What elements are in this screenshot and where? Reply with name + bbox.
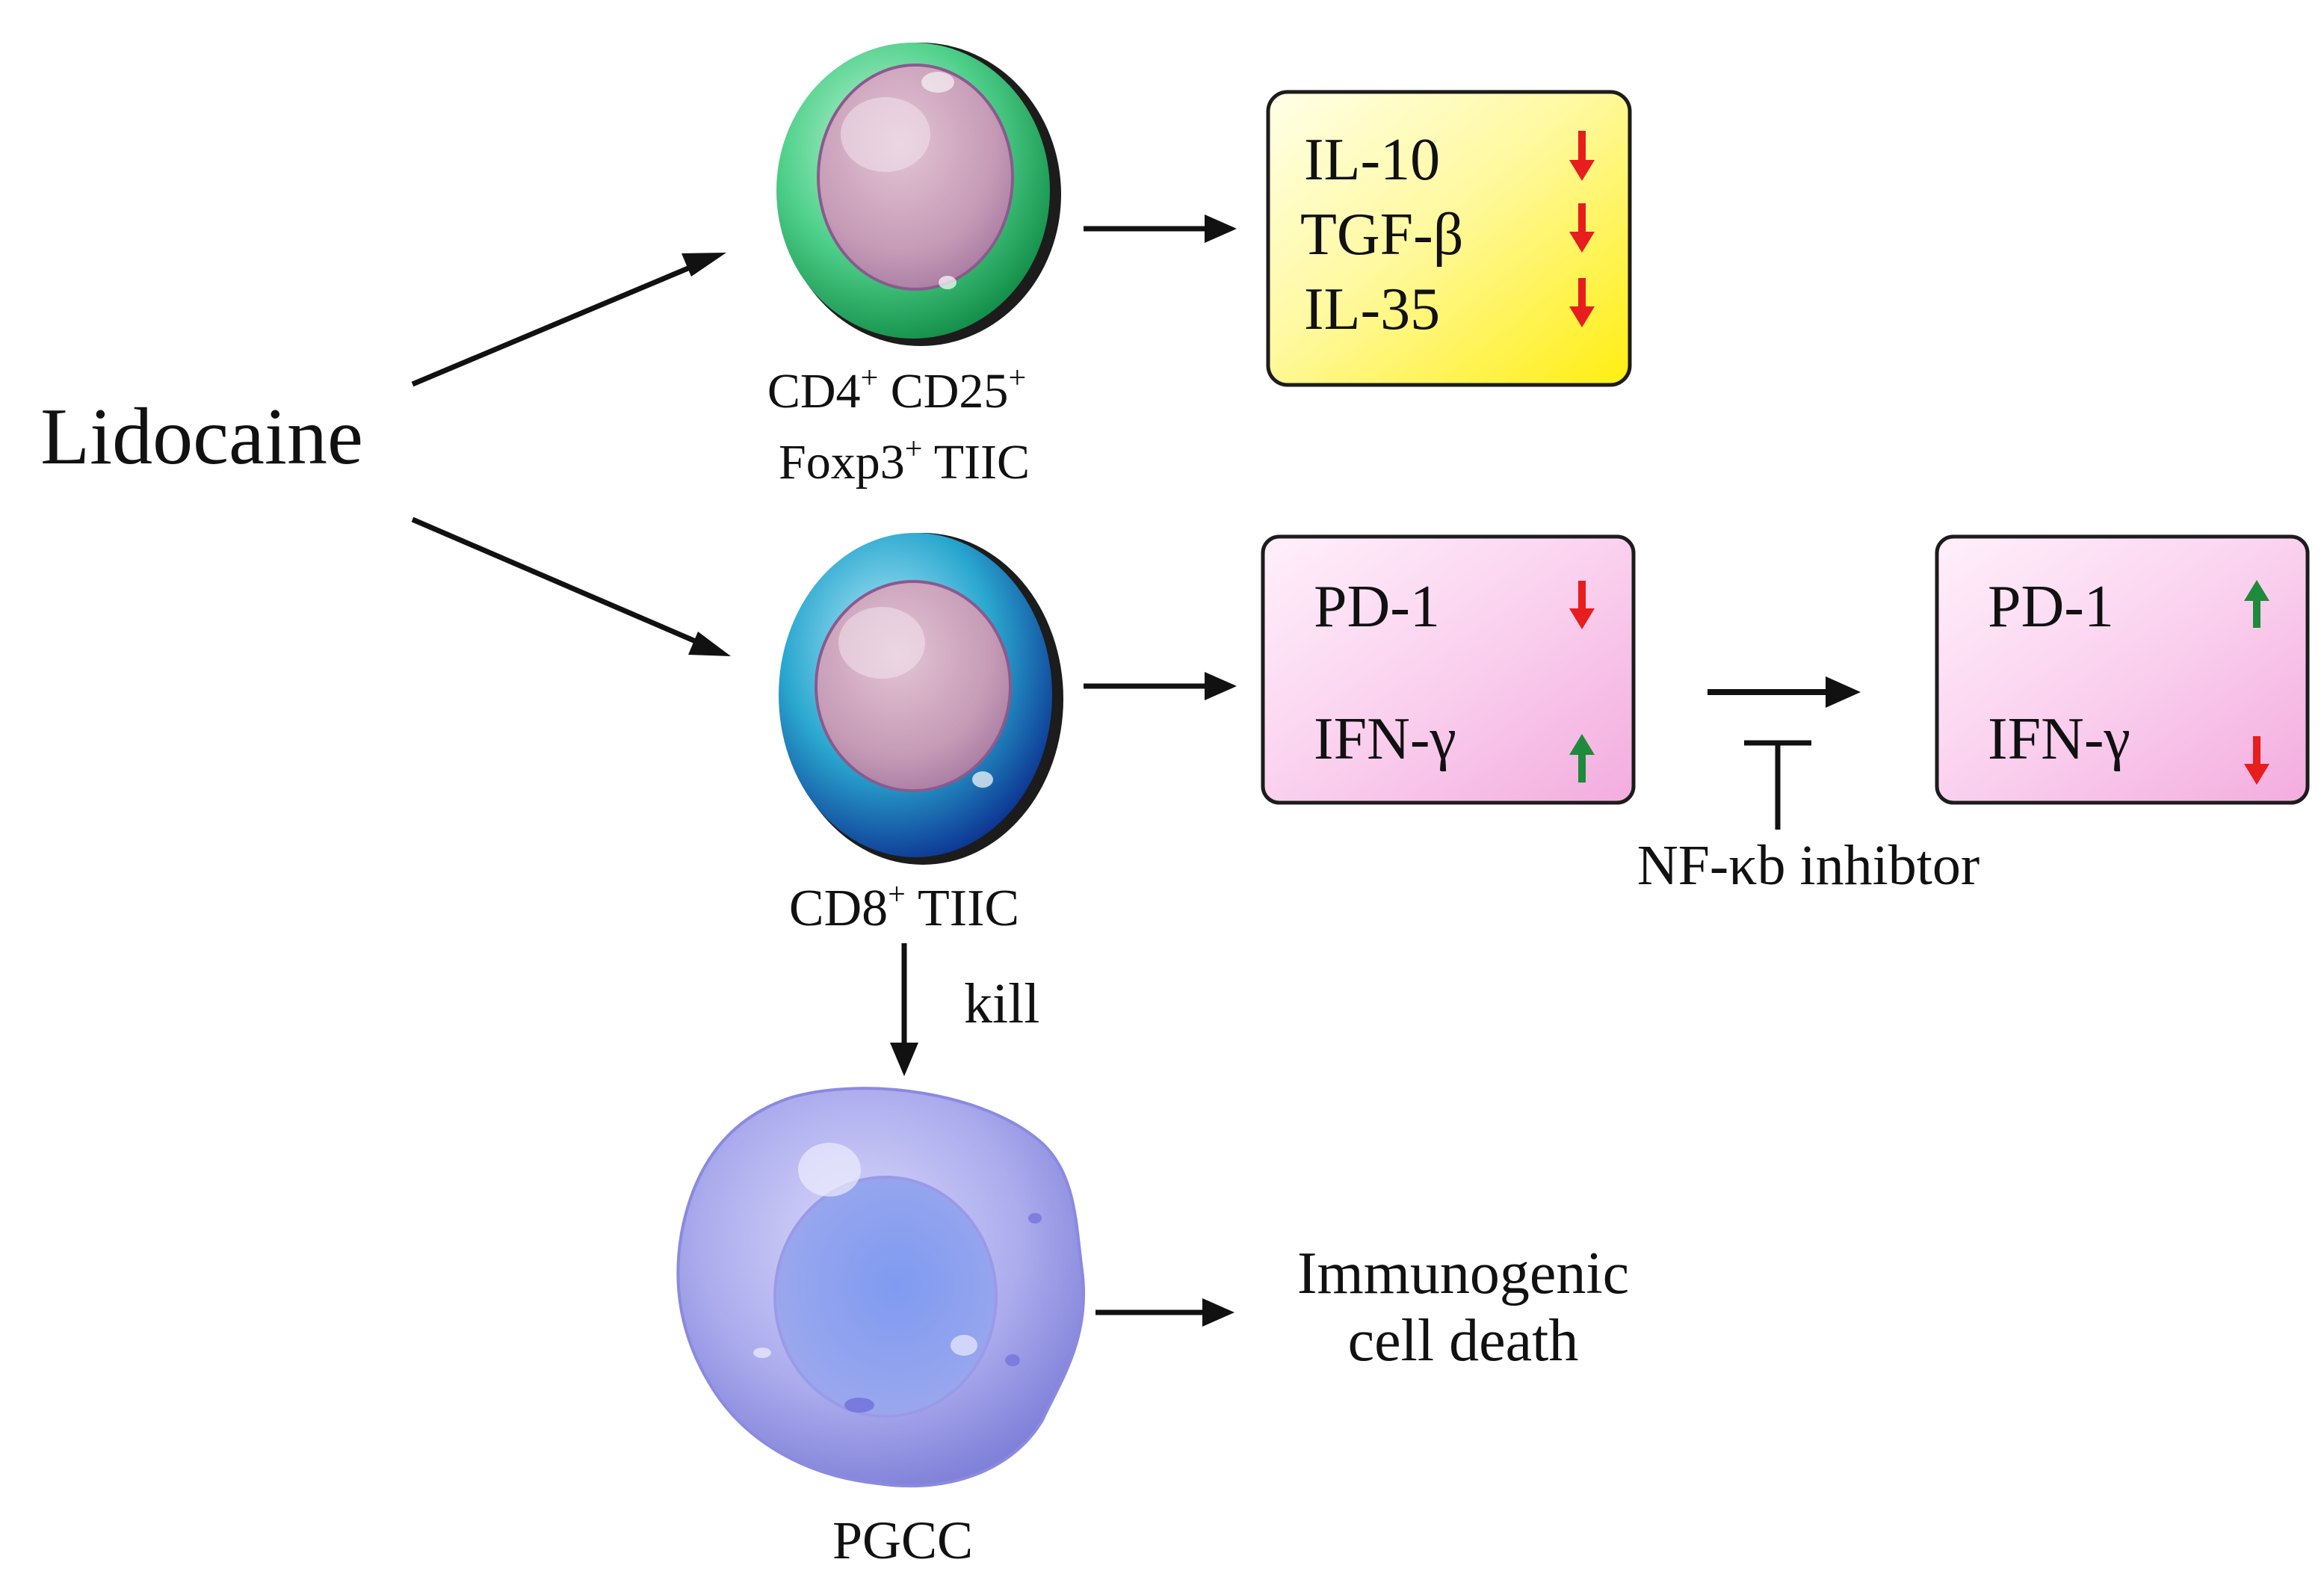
svg-text:CD4+ CD25+: CD4+ CD25+: [767, 361, 1026, 419]
arrow-pgcc-to-icd: [1095, 1298, 1234, 1327]
up-arrow-icon: [2244, 580, 2269, 628]
pgcc-label: PGCC: [832, 1510, 973, 1570]
arrow-lidocaine-to-cd8: [411, 516, 731, 656]
inhibitor-marker-box: [1935, 534, 2310, 805]
nfkb-inhibitor-label: NF-κb inhibtor: [1637, 834, 1980, 897]
svg-text:Foxp3+ TIIC: Foxp3+ TIIC: [779, 432, 1030, 490]
cd8-cell-icon: [779, 533, 1063, 865]
treg-cytokine-box: [1266, 90, 1632, 387]
down-arrow-icon: [1569, 581, 1595, 629]
icd-label-line2: cell death: [1348, 1308, 1579, 1374]
marker-pd1-inhibited: PD-1: [1988, 574, 2114, 640]
marker-pd1: PD-1: [1314, 574, 1440, 640]
arrow-cd8-to-pgcc: [890, 943, 918, 1076]
cytokine-tgfb: TGF-β: [1300, 202, 1463, 268]
up-arrow-icon: [1569, 734, 1595, 783]
icd-label-line1: Immunogenic: [1297, 1241, 1629, 1306]
marker-ifng-inhibited: IFN-γ: [1988, 706, 2130, 772]
cd8-cell-label: CD8+ TIIC: [789, 877, 1019, 937]
down-arrow-icon: [1569, 203, 1595, 253]
pgcc-cell-icon: [676, 1087, 1086, 1488]
cd8-marker-box: [1261, 534, 1636, 805]
lidocaine-label: Lidocaine: [40, 392, 363, 481]
arrow-markers-to-inhibited: [1708, 676, 1861, 708]
treg-cell-icon: [776, 43, 1061, 346]
down-arrow-icon: [1569, 278, 1595, 327]
treg-cell-label: CD4+ CD25+ Foxp3+ TIIC: [767, 361, 1030, 490]
inhibition-bar-icon: [1744, 740, 1811, 830]
cytokine-il10: IL-10: [1304, 127, 1440, 193]
down-arrow-icon: [1569, 131, 1595, 181]
down-arrow-icon: [2244, 736, 2269, 785]
arrow-treg-to-cytokines: [1084, 215, 1237, 243]
cytokine-il35: IL-35: [1304, 277, 1440, 342]
marker-ifng: IFN-γ: [1314, 706, 1456, 772]
kill-label: kill: [964, 972, 1039, 1035]
arrow-cd8-to-markers: [1084, 672, 1237, 700]
arrow-lidocaine-to-treg: [411, 253, 726, 387]
